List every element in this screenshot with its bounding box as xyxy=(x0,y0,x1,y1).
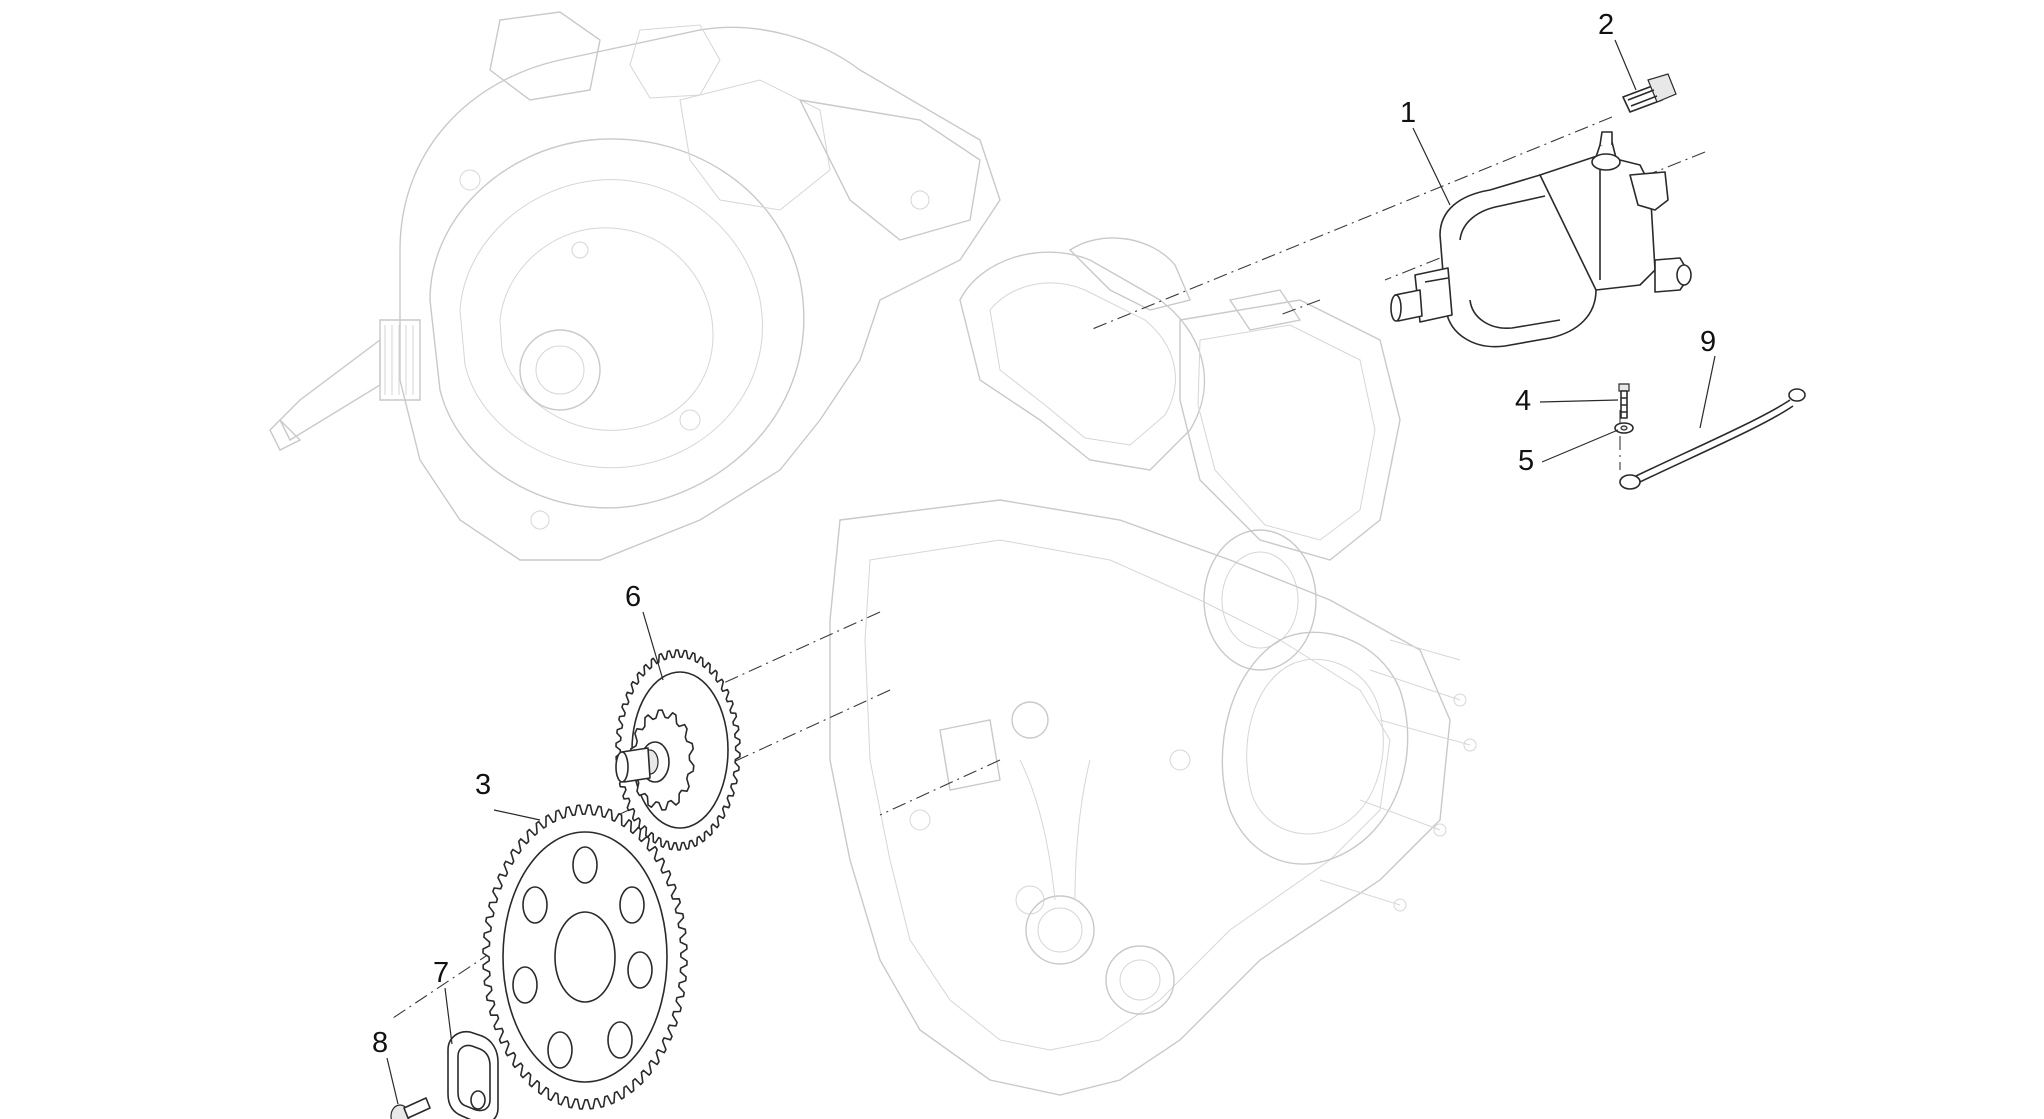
retainer-plate xyxy=(447,1030,499,1119)
leader-lines xyxy=(386,39,1716,1105)
callout-5: 5 xyxy=(1518,445,1534,477)
starter-motor xyxy=(1390,131,1692,348)
callout-7: 7 xyxy=(433,957,449,989)
starter-bolt xyxy=(1622,73,1677,113)
callout-8: 8 xyxy=(372,1027,388,1059)
flywheel-gear xyxy=(482,804,688,1110)
ground-cable xyxy=(1619,388,1806,490)
callout-1: 1 xyxy=(1400,97,1416,129)
callout-2: 2 xyxy=(1598,9,1614,41)
callout-6: 6 xyxy=(625,581,641,613)
engine-assembly-ghost xyxy=(269,11,1477,1096)
callout-9: 9 xyxy=(1700,326,1716,358)
idler-gear xyxy=(615,649,741,851)
ground-washer xyxy=(1614,422,1634,434)
callout-4: 4 xyxy=(1515,385,1531,417)
callout-labels: 1 2 3 4 5 6 7 8 9 xyxy=(372,9,1716,1059)
callout-3: 3 xyxy=(475,769,491,801)
retainer-screw xyxy=(390,1097,431,1119)
ground-bolt xyxy=(1618,383,1630,419)
